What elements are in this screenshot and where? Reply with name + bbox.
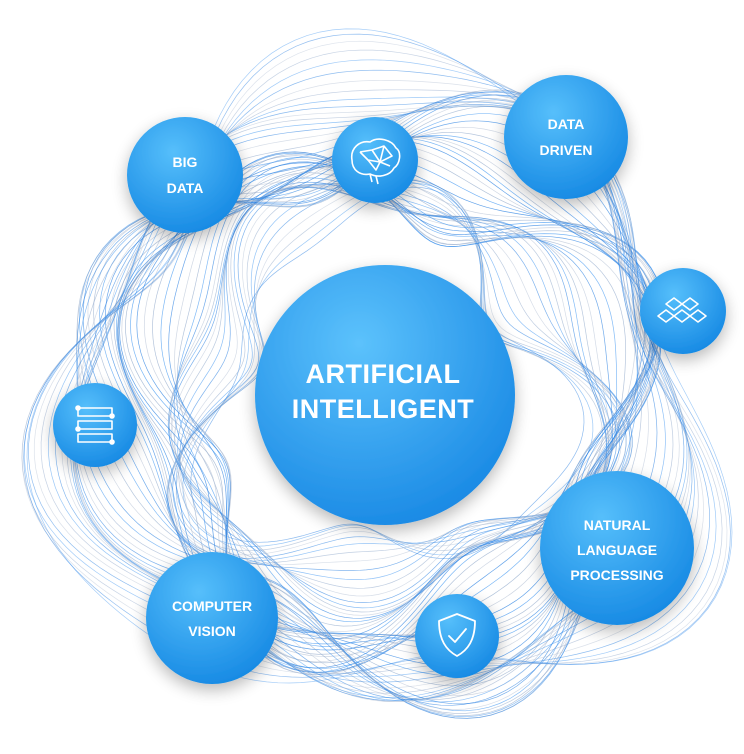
center-title-line-2: INTELLIGENT (292, 394, 475, 424)
data-driven-node (504, 75, 628, 199)
wave-line (121, 165, 660, 657)
wave-line (125, 166, 663, 664)
wave-line (130, 165, 664, 669)
shield-check-icon (438, 613, 476, 657)
data-driven-label-line-2: DRIVEN (540, 142, 593, 158)
wave-line (174, 151, 636, 663)
center-title-line-1: ARTIFICIAL (306, 359, 461, 389)
security-node (415, 594, 499, 678)
wave-line (170, 178, 612, 556)
computer-vision-label-line-2: VISION (188, 623, 235, 639)
wave-line (136, 162, 664, 673)
nlp-label-line-3: PROCESSING (570, 567, 663, 583)
big-data-label-line-1: BIG (173, 154, 198, 170)
computer-vision-node (146, 552, 278, 684)
wave-line (168, 172, 609, 627)
data-layers-icon (75, 405, 115, 445)
nlp-label-line-1: NATURAL (584, 517, 651, 533)
wave-line (117, 149, 653, 640)
big-data-node (127, 117, 243, 233)
wave-line (143, 158, 663, 675)
wave-line (109, 136, 660, 658)
wave-line (168, 151, 645, 669)
brain-node (332, 117, 418, 203)
wave-line (175, 183, 631, 580)
wave-line (172, 183, 633, 571)
wave-line (116, 137, 656, 645)
center-node (255, 265, 515, 525)
nlp-label-line-2: LANGUAGE (577, 542, 657, 558)
wave-line (178, 184, 627, 589)
wave-line (119, 161, 657, 651)
wave-line (168, 181, 607, 619)
data-driven-label-line-1: DATA (548, 116, 585, 132)
neural-brain-icon (350, 138, 401, 185)
layers-node (53, 383, 137, 467)
wave-line (113, 136, 658, 651)
wave-line (118, 155, 655, 645)
wave-line (117, 144, 653, 637)
wave-line (160, 152, 653, 673)
network-diamonds-icon (657, 297, 707, 323)
wave-line (117, 140, 654, 640)
wave-line (176, 153, 627, 655)
wave-line (179, 186, 617, 603)
big-data-label-line-2: DATA (167, 180, 204, 196)
wave-line (177, 187, 613, 609)
nlp-node (540, 471, 694, 625)
wave-line (152, 155, 659, 676)
wave-line (173, 161, 613, 640)
computer-vision-label-line-1: COMPUTER (172, 598, 252, 614)
